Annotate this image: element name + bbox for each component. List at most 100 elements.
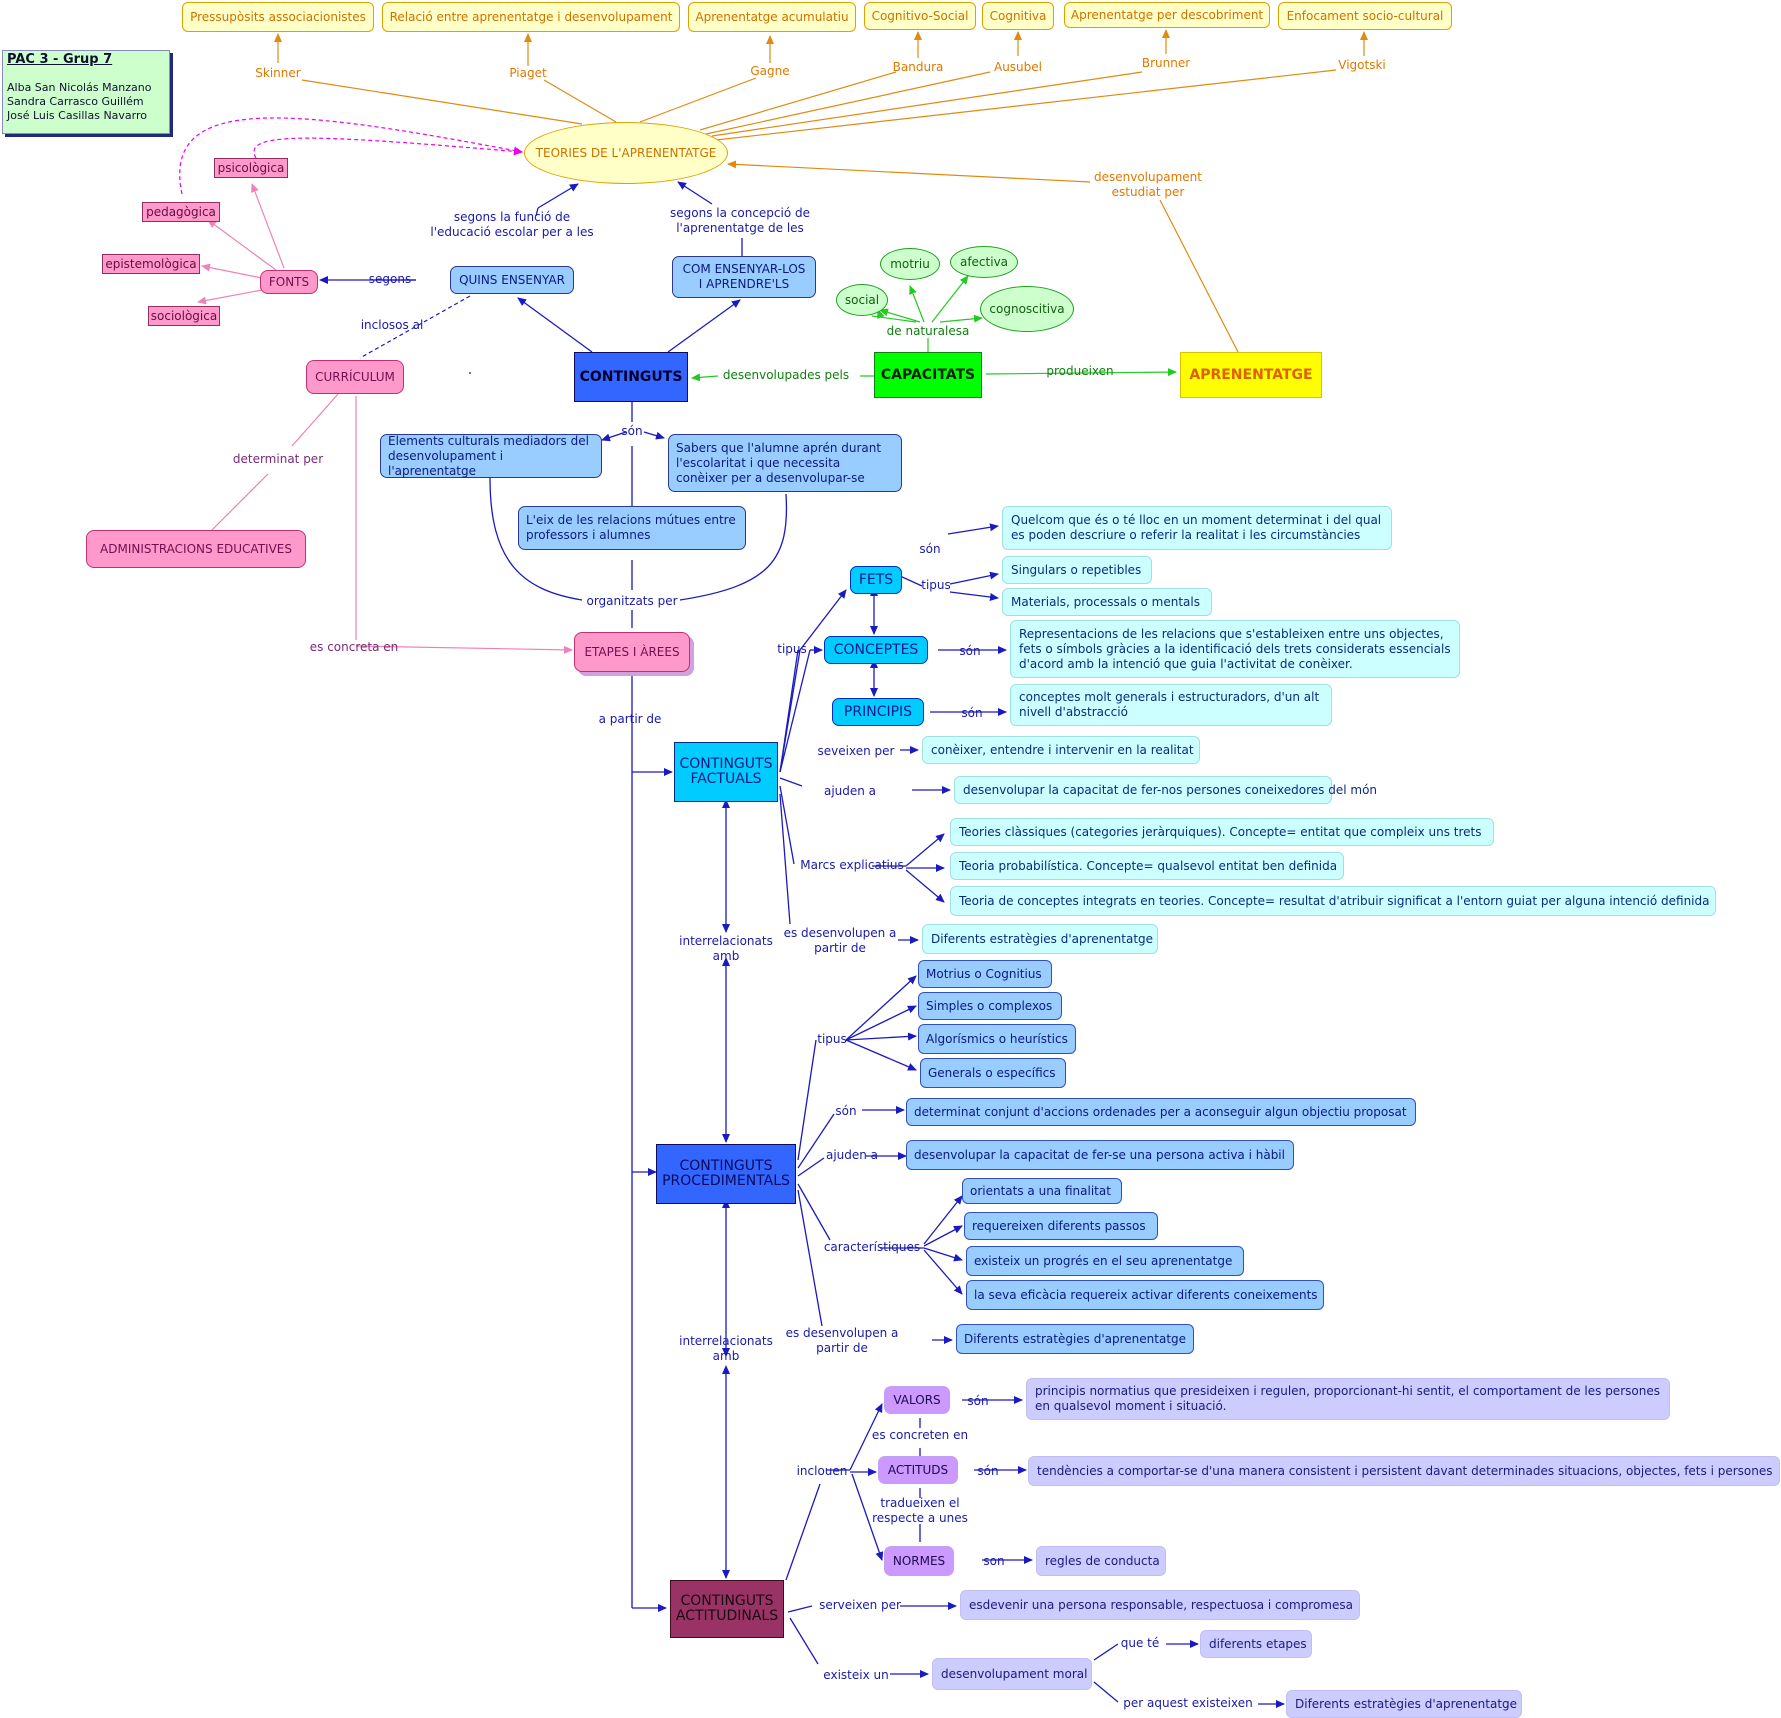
- theory-box: Cognitiva: [982, 2, 1054, 30]
- theories-node: TEORIES DE L'APRENENTATGE: [524, 122, 728, 184]
- studied-by-label: desenvolupament estudiat per: [1094, 170, 1202, 199]
- son-label: són: [959, 644, 981, 658]
- son-label: són: [835, 1104, 857, 1118]
- ajuden-label: ajuden a: [825, 1148, 879, 1162]
- caracteristica: orientats a una finalitat: [962, 1178, 1122, 1204]
- son-label: són: [621, 424, 643, 438]
- son-label: són: [977, 1464, 999, 1478]
- que-te-label: que té: [1120, 1636, 1160, 1650]
- author-name: Alba San Nicolás Manzano: [7, 81, 152, 94]
- segons-label: segons: [368, 272, 412, 286]
- marc-explicatiu: Teoria probabilística. Concepte= qualsev…: [950, 852, 1344, 880]
- font-pedagogica: pedagògica: [142, 202, 220, 222]
- principis-definition: conceptes molt generals i estructuradors…: [1010, 684, 1332, 726]
- son-label: son: [983, 1554, 1005, 1568]
- procediment-tipus: Generals o específics: [920, 1058, 1066, 1088]
- son-label: són: [967, 1394, 989, 1408]
- procedimentals-estrategies: Diferents estratègies d'aprenentatge: [956, 1324, 1194, 1354]
- procedimentals-ajuden: desenvolupar la capacitat de fer-se una …: [906, 1140, 1294, 1170]
- desenvolupen-label: es desenvolupen a partir de: [783, 926, 897, 955]
- tipus-label: tipus: [817, 1032, 847, 1046]
- fonts-node: FONTS: [260, 270, 318, 294]
- theory-box: Cognitivo-Social: [864, 2, 976, 30]
- tipus-label: tipus: [921, 578, 951, 592]
- fets-type: Materials, processals o mentals: [1002, 588, 1212, 616]
- font-sociologica: sociològica: [148, 306, 220, 326]
- header-box: PAC 3 - Grup 7 Alba San Nicolás Manzano …: [2, 50, 170, 134]
- marc-explicatiu: Teoria de conceptes integrats en teories…: [950, 886, 1716, 916]
- inclouen-label: inclouen: [796, 1464, 848, 1478]
- actitudinals-serveixen: esdevenir una persona responsable, respe…: [960, 1590, 1360, 1620]
- capacitat-social: social: [836, 284, 888, 316]
- marc-explicatiu: Teories clàssiques (categories jeràrquiq…: [950, 818, 1494, 846]
- group-title: PAC 3 - Grup 7: [7, 52, 113, 67]
- theory-box: Enfocament socio-cultural: [1278, 2, 1452, 30]
- procediment-tipus: Motrius o Cognitius: [918, 960, 1052, 988]
- serveixen-label: seveixen per: [817, 744, 895, 758]
- font-epistemologica: epistemològica: [102, 254, 200, 274]
- procediment-tipus: Simples o complexos: [918, 992, 1062, 1020]
- ajuden-label: ajuden a: [823, 784, 877, 798]
- organitzats-label: organitzats per: [586, 594, 678, 608]
- existeixen-label: per aquest existeixen: [1123, 1696, 1253, 1710]
- interrelacionats-label: interrelacionats amb: [679, 934, 773, 963]
- capacitat-motriu: motriu: [880, 248, 940, 280]
- author-label: Gagne: [750, 64, 790, 78]
- elements-culturals-node: Elements culturals mediadors del desenvo…: [380, 434, 602, 478]
- moral-node: desenvolupament moral: [932, 1658, 1092, 1690]
- desenvolupen-label: es desenvolupen a partir de: [785, 1326, 899, 1355]
- theory-box: Aprenentatge per descobriment: [1064, 2, 1270, 28]
- etapes-node: ETAPES I ÀREES: [574, 632, 690, 672]
- principis-node: PRINCIPIS: [832, 698, 924, 726]
- capacitats-node: CAPACITATS: [874, 352, 982, 398]
- interrelacionats-label: interrelacionats amb: [679, 1334, 773, 1363]
- serveixen-label: serveixen per: [819, 1598, 901, 1612]
- administracions-node: ADMINISTRACIONS EDUCATIVES: [86, 530, 306, 568]
- caracteristica: la seva eficàcia requereix activar difer…: [966, 1280, 1324, 1310]
- font-psicologica: psicològica: [214, 158, 288, 178]
- concreta-label: es concreta en: [309, 640, 399, 654]
- factuals-ajuden: desenvolupar la capacitat de fer-nos per…: [954, 776, 1377, 804]
- quins-ensenyar-node: QUINS ENSENYAR: [450, 266, 574, 294]
- normes-node: NORMES: [884, 1546, 954, 1576]
- author-name: Sandra Carrasco Guillém: [7, 95, 144, 108]
- author-name: José Luis Casillas Navarro: [7, 109, 148, 122]
- fets-node: FETS: [850, 566, 902, 594]
- moral-etapes: diferents etapes: [1200, 1630, 1312, 1658]
- concreten-label: es concreten en: [871, 1428, 969, 1442]
- theory-box: Aprenentatge acumulatiu: [688, 2, 856, 32]
- actituds-definition: tendències a comportar-se d'una manera c…: [1028, 1456, 1780, 1486]
- procedimentals-node: CONTINGUTS PROCEDIMENTALS: [656, 1144, 796, 1204]
- inclosos-label: inclosos al: [360, 318, 424, 332]
- aprenentatge-node: APRENENTATGE: [1180, 352, 1322, 398]
- desenvolupades-label: desenvolupades pels: [722, 368, 850, 382]
- naturalesa-label: de naturalesa: [886, 324, 970, 338]
- son-label: són: [961, 706, 983, 720]
- conceptes-definition: Representacions de les relacions que s'e…: [1010, 620, 1460, 678]
- existeix-label: existeix un: [823, 1668, 889, 1682]
- a-partir-label: a partir de: [598, 712, 662, 726]
- factuals-serveixen: conèixer, entendre i intervenir en la re…: [922, 736, 1200, 764]
- valors-node: VALORS: [884, 1386, 950, 1414]
- author-label: Piaget: [509, 66, 547, 80]
- produeixen-label: produeixen: [1046, 364, 1114, 378]
- theory-box: Pressupòsits associacionistes: [182, 2, 374, 32]
- fets-definition: Quelcom que és o té lloc en un moment de…: [1002, 506, 1392, 550]
- curriculum-node: CURRÍCULUM: [306, 360, 404, 394]
- marcs-label: Marcs explicatius: [800, 858, 904, 872]
- author-label: Skinner: [255, 66, 301, 80]
- sabers-node: Sabers que l'alumne aprén durant l'escol…: [668, 434, 902, 492]
- caracteristiques-label: característiques: [823, 1240, 921, 1254]
- actituds-node: ACTITUDS: [878, 1456, 958, 1484]
- tradueixen-label: tradueixen el respecte a unes: [872, 1496, 968, 1525]
- factuals-node: CONTINGUTS FACTUALS: [674, 742, 778, 802]
- tipus-label: tipus: [777, 642, 807, 656]
- capacitat-cognoscitiva: cognoscitiva: [980, 286, 1074, 332]
- factuals-estrategies: Diferents estratègies d'aprenentatge: [922, 924, 1158, 954]
- author-label: Brunner: [1141, 56, 1191, 70]
- caracteristica: existeix un progrés en el seu aprenentat…: [966, 1246, 1244, 1276]
- eix-node: L'eix de les relacions mútues entre prof…: [518, 506, 746, 550]
- continguts-node: CONTINGUTS: [574, 352, 688, 402]
- son-label: són: [919, 542, 941, 556]
